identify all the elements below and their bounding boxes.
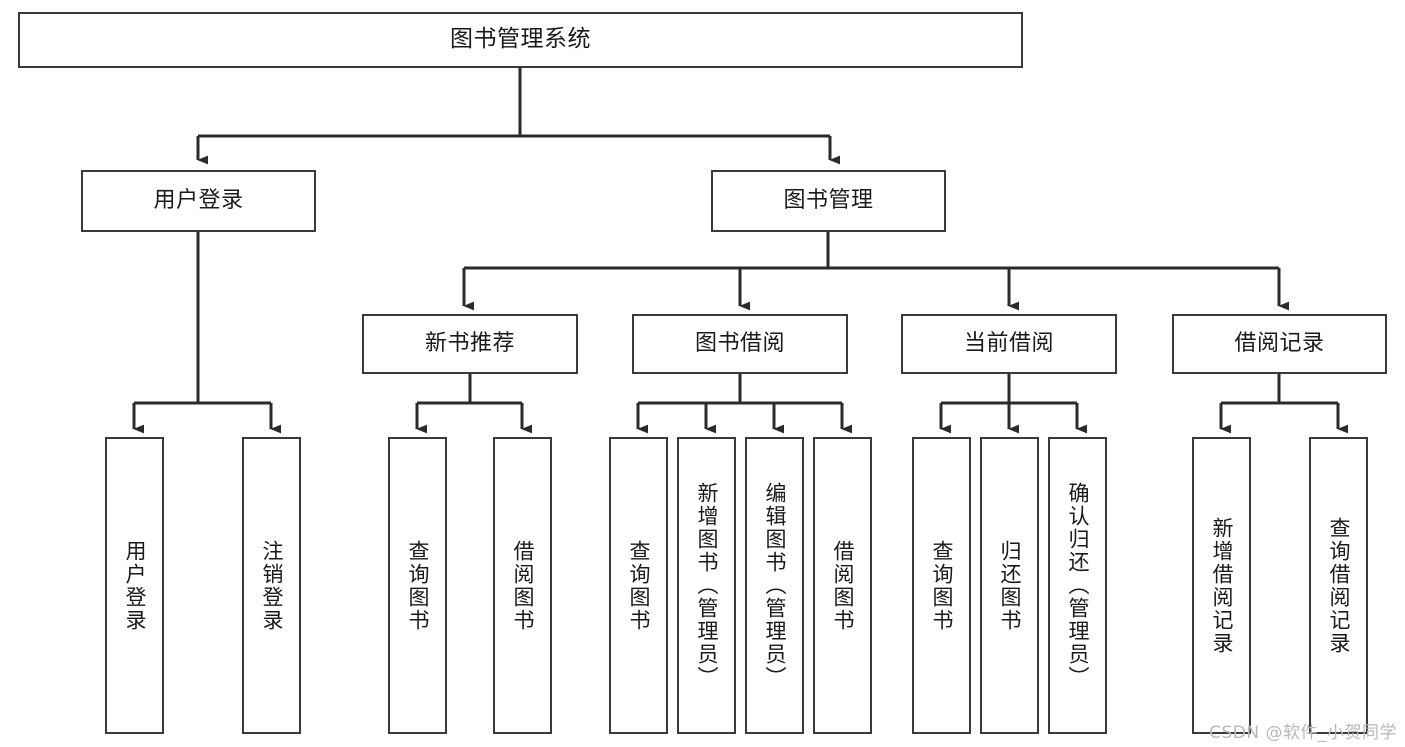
node-root-system[interactable]: 图书管理系统 — [18, 12, 1023, 68]
leaf-book-borrow-edit-label: 编辑图书（管理员） — [762, 482, 787, 689]
node-current-borrow-label: 当前借阅 — [963, 330, 1054, 356]
csdn-watermark: CSDN @软件_小贺同学 — [1209, 723, 1397, 743]
leaf-borrow-record-query-label: 查询借阅记录 — [1326, 516, 1351, 655]
leaf-book-borrow-add-label: 新增图书（管理员） — [694, 482, 719, 689]
leaf-new-book-query-label: 查询图书 — [405, 539, 430, 632]
leaf-book-borrow-add[interactable]: 新增图书（管理员） — [677, 437, 736, 734]
leaf-current-borrow-return-label: 归还图书 — [997, 539, 1022, 632]
leaf-book-borrow-query[interactable]: 查询图书 — [609, 437, 668, 734]
leaf-borrow-record-query[interactable]: 查询借阅记录 — [1309, 437, 1368, 734]
leaf-current-borrow-query[interactable]: 查询图书 — [912, 437, 971, 734]
node-borrow-record[interactable]: 借阅记录 — [1172, 314, 1387, 374]
leaf-current-borrow-confirm-return-label: 确认归还（管理员） — [1065, 482, 1090, 689]
leaf-borrow-record-add[interactable]: 新增借阅记录 — [1192, 437, 1251, 734]
leaf-new-book-borrow[interactable]: 借阅图书 — [493, 437, 552, 734]
leaf-book-borrow-lend-label: 借阅图书 — [830, 539, 855, 632]
node-book-management[interactable]: 图书管理 — [711, 170, 946, 232]
leaf-user-login-signout[interactable]: 注销登录 — [242, 437, 301, 734]
leaf-book-borrow-query-label: 查询图书 — [626, 539, 651, 632]
node-user-login-label: 用户登录 — [153, 187, 244, 213]
leaf-current-borrow-confirm-return[interactable]: 确认归还（管理员） — [1048, 437, 1107, 734]
leaf-user-login-signin-label: 用户登录 — [122, 539, 147, 632]
leaf-user-login-signout-label: 注销登录 — [259, 539, 284, 632]
leaf-borrow-record-add-label: 新增借阅记录 — [1209, 516, 1234, 655]
node-borrow-record-label: 借阅记录 — [1234, 330, 1325, 356]
node-current-borrow[interactable]: 当前借阅 — [901, 314, 1117, 374]
leaf-book-borrow-edit[interactable]: 编辑图书（管理员） — [745, 437, 804, 734]
node-new-book-recommend-label: 新书推荐 — [424, 330, 515, 356]
leaf-user-login-signin[interactable]: 用户登录 — [105, 437, 164, 734]
node-user-login[interactable]: 用户登录 — [81, 170, 316, 232]
leaf-new-book-query[interactable]: 查询图书 — [388, 437, 447, 734]
leaf-book-borrow-lend[interactable]: 借阅图书 — [813, 437, 872, 734]
leaf-current-borrow-return[interactable]: 归还图书 — [980, 437, 1039, 734]
node-book-borrow[interactable]: 图书借阅 — [632, 314, 848, 374]
node-new-book-recommend[interactable]: 新书推荐 — [362, 314, 578, 374]
leaf-current-borrow-query-label: 查询图书 — [929, 539, 954, 632]
node-root-system-label: 图书管理系统 — [450, 26, 591, 53]
node-book-borrow-label: 图书借阅 — [694, 330, 785, 356]
node-book-management-label: 图书管理 — [783, 187, 874, 213]
leaf-new-book-borrow-label: 借阅图书 — [510, 539, 535, 632]
